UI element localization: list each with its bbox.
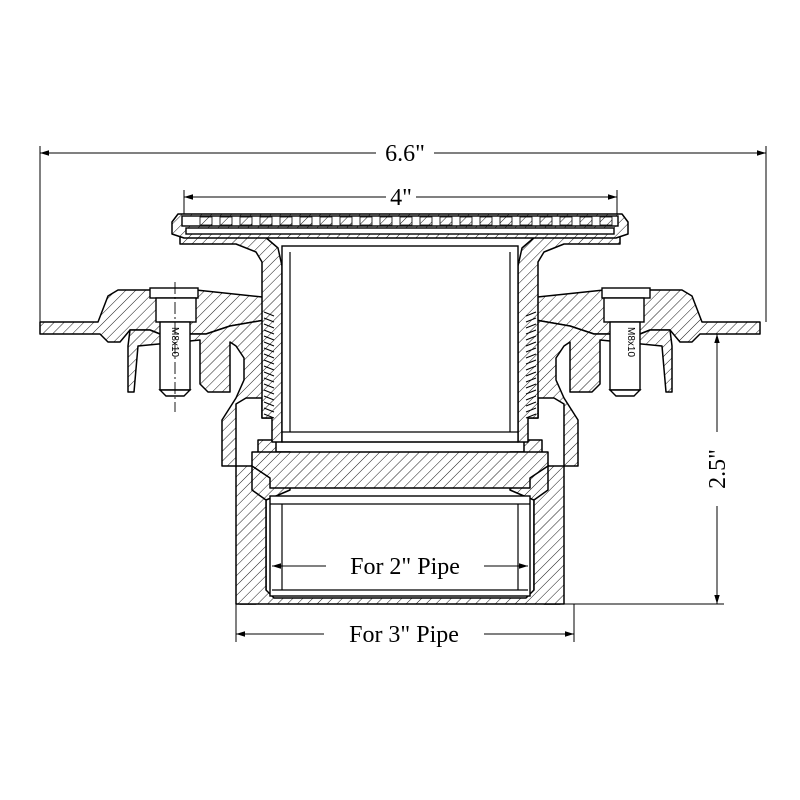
right-threads bbox=[525, 311, 537, 419]
outer-pipe-label: For 3" Pipe bbox=[349, 622, 459, 648]
drain-body bbox=[127, 317, 673, 605]
height-dimension: 2.5" bbox=[564, 333, 731, 605]
right-bolt: M8x10 bbox=[601, 287, 651, 397]
thread-line bbox=[263, 329, 275, 335]
grate bbox=[171, 213, 629, 239]
thread-line bbox=[263, 383, 275, 389]
grate-slot bbox=[459, 216, 473, 226]
outer-pipe-dimension: For 3" Pipe bbox=[235, 604, 575, 648]
thread-line bbox=[525, 395, 537, 401]
thread-line bbox=[263, 353, 275, 359]
grate-slot bbox=[219, 216, 233, 226]
thread-line bbox=[525, 347, 537, 353]
overall-width-dimension: 6.6" bbox=[39, 141, 767, 322]
grate-slot bbox=[319, 216, 333, 226]
thread-line bbox=[525, 317, 537, 323]
grate-slot bbox=[519, 216, 533, 226]
grate-slot bbox=[499, 216, 513, 226]
thread-line bbox=[525, 371, 537, 377]
grate-slot bbox=[339, 216, 353, 226]
thread-line bbox=[263, 317, 275, 323]
thread-line bbox=[263, 335, 275, 341]
thread-line bbox=[525, 323, 537, 329]
grate-slot bbox=[559, 216, 573, 226]
grate-slot bbox=[479, 216, 493, 226]
height-label: 2.5" bbox=[705, 449, 731, 489]
thread-line bbox=[525, 413, 537, 419]
grate-slot bbox=[379, 216, 393, 226]
thread-line bbox=[263, 401, 275, 407]
thread-line bbox=[263, 395, 275, 401]
right-bolt-label: M8x10 bbox=[625, 327, 636, 357]
grate-width-label: 4" bbox=[390, 185, 412, 211]
thread-line bbox=[263, 359, 275, 365]
strainer-body bbox=[179, 235, 621, 443]
thread-line bbox=[263, 413, 275, 419]
thread-line bbox=[263, 341, 275, 347]
grate-slot bbox=[259, 216, 273, 226]
thread-line bbox=[263, 389, 275, 395]
thread-line bbox=[263, 365, 275, 371]
grate-slot bbox=[239, 216, 253, 226]
thread-line bbox=[525, 335, 537, 341]
left-bolt: M8x10 bbox=[149, 282, 199, 412]
grate-slot bbox=[299, 216, 313, 226]
thread-line bbox=[525, 401, 537, 407]
thread-line bbox=[525, 353, 537, 359]
thread-line bbox=[263, 377, 275, 383]
overall-width-label: 6.6" bbox=[385, 141, 425, 167]
inner-pipe-dimension: For 2" Pipe bbox=[272, 548, 528, 580]
left-threads bbox=[263, 311, 275, 419]
thread-line bbox=[263, 371, 275, 377]
grate-width-dimension: 4" bbox=[183, 185, 618, 214]
thread-line bbox=[263, 347, 275, 353]
grate-slot bbox=[199, 216, 213, 226]
grate-slot bbox=[579, 216, 593, 226]
thread-line bbox=[525, 383, 537, 389]
thread-line bbox=[263, 407, 275, 413]
thread-line bbox=[525, 389, 537, 395]
grate-slot bbox=[419, 216, 433, 226]
thread-line bbox=[525, 377, 537, 383]
thread-line bbox=[263, 311, 275, 317]
thread-line bbox=[525, 365, 537, 371]
grate-slot bbox=[539, 216, 553, 226]
left-bolt-label: M8x10 bbox=[169, 327, 180, 357]
thread-line bbox=[525, 407, 537, 413]
grate-slot bbox=[279, 216, 293, 226]
pipe-socket bbox=[269, 495, 531, 597]
thread-line bbox=[525, 311, 537, 317]
grate-slot bbox=[599, 216, 613, 226]
grate-slot bbox=[399, 216, 413, 226]
grate-slot bbox=[439, 216, 453, 226]
inner-pipe-label: For 2" Pipe bbox=[350, 554, 460, 580]
thread-line bbox=[263, 323, 275, 329]
thread-line bbox=[525, 329, 537, 335]
grate-slot bbox=[359, 216, 373, 226]
thread-line bbox=[525, 359, 537, 365]
thread-line bbox=[525, 341, 537, 347]
